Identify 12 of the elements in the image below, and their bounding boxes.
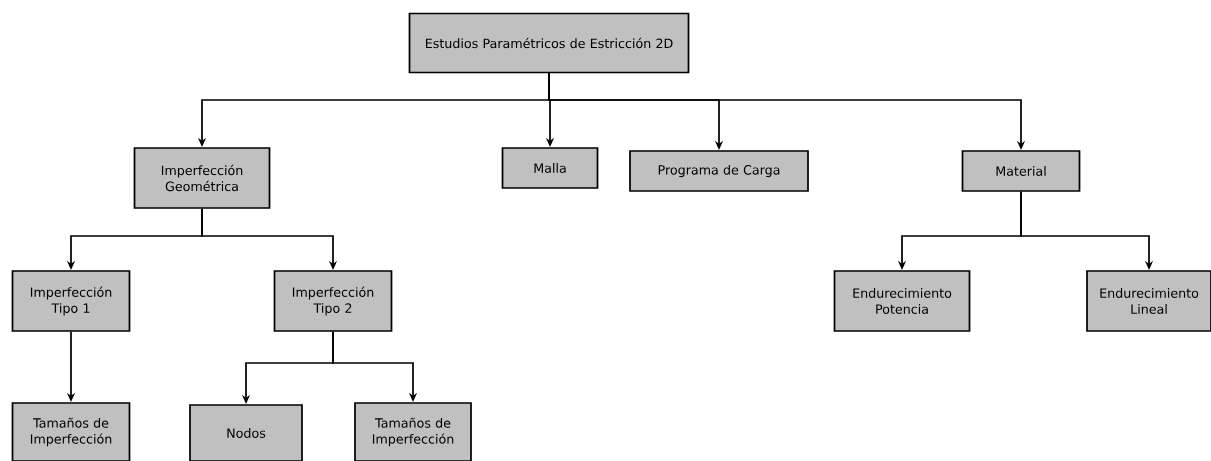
process-box: Endurecimiento Lineal [1086, 270, 1211, 332]
process-box: Programa de Carga [629, 150, 809, 192]
process-box: Tamaños de Imperfección [354, 402, 472, 461]
process-box: Malla [501, 147, 599, 189]
process-box: Nodos [189, 404, 303, 461]
process-box: Estudios Paramétricos de Estricción 2D [408, 12, 690, 74]
process-box: Tamaños de Imperfección [11, 402, 131, 461]
process-box: Imperfección Geométrica [133, 147, 271, 209]
process-box: Endurecimiento Potencia [833, 270, 971, 332]
process-box: Material [961, 150, 1081, 192]
process-box: Imperfección Tipo 2 [273, 270, 393, 332]
process-box: Imperfección Tipo 1 [11, 270, 131, 332]
